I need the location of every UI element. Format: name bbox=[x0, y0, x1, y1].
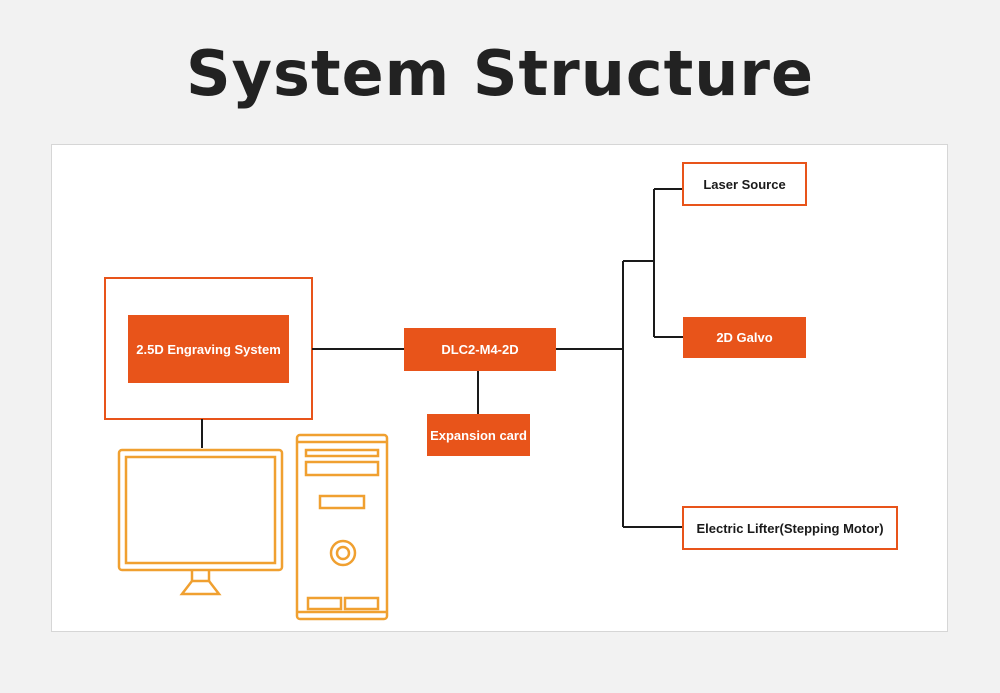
monitor-icon bbox=[117, 448, 284, 596]
controller-box: DLC2-M4-2D bbox=[404, 328, 556, 371]
engraving-system-box: 2.5D Engraving System bbox=[128, 315, 289, 383]
diagram-lines bbox=[104, 188, 683, 621]
lifter-box: Electric Lifter(Stepping Motor) bbox=[682, 506, 898, 550]
expansion-card-box: Expansion card bbox=[427, 414, 530, 456]
diagram-canvas: 2.5D Engraving System DLC2-M4-2D Expansi… bbox=[51, 144, 948, 632]
connector-lines bbox=[201, 188, 683, 528]
galvo-box: 2D Galvo bbox=[683, 317, 806, 358]
laser-source-box: Laser Source bbox=[682, 162, 807, 206]
page-title: System Structure bbox=[185, 37, 814, 110]
pc-tower-icon bbox=[295, 433, 389, 621]
